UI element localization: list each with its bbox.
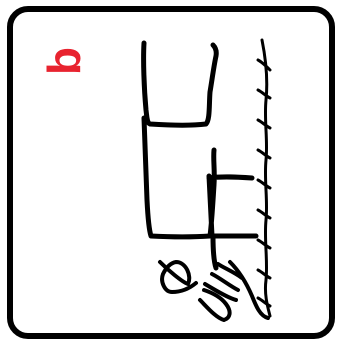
panel-label: b: [44, 35, 84, 87]
